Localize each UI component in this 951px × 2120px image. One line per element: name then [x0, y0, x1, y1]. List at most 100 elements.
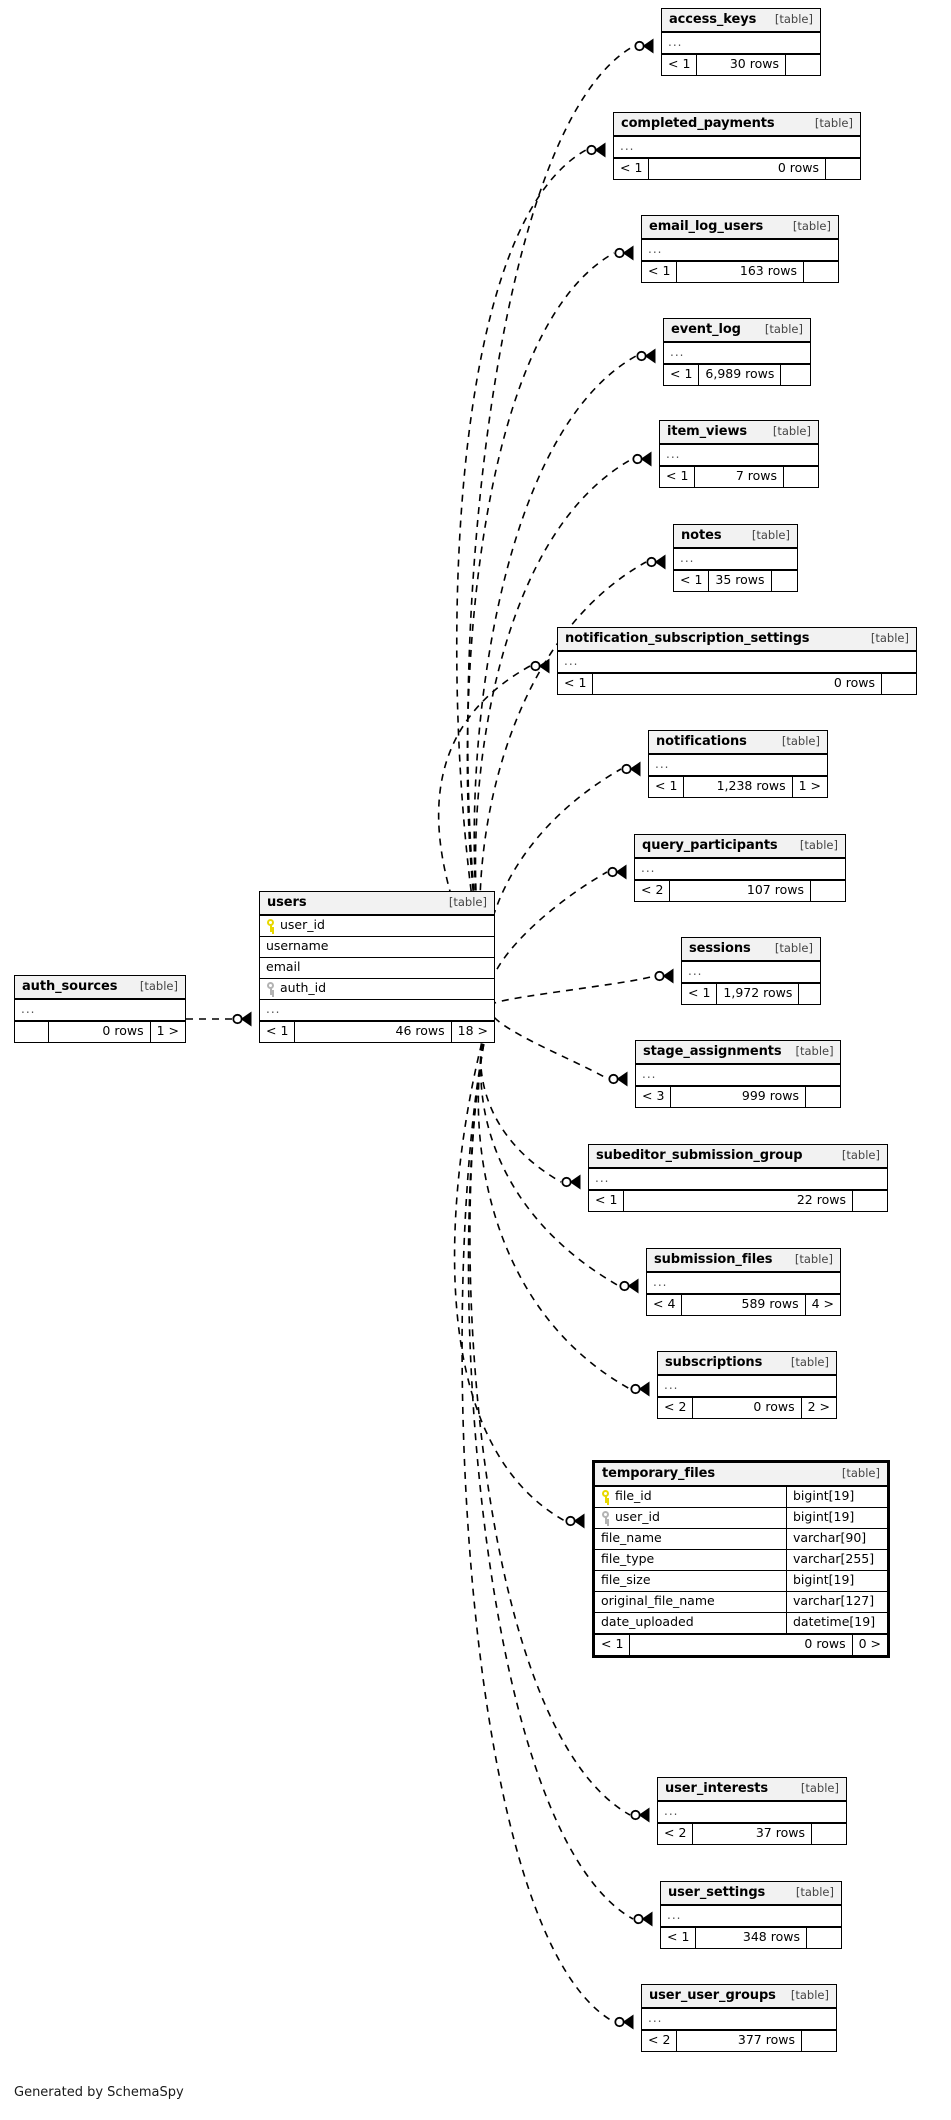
- more-columns-row[interactable]: ...: [642, 240, 838, 260]
- more-columns-row[interactable]: ...: [660, 445, 818, 465]
- column-type: datetime[19]: [786, 1613, 887, 1633]
- table-columns: ...: [661, 1906, 841, 1926]
- column-type: varchar[90]: [786, 1529, 887, 1549]
- table-title: temporary_files: [602, 1466, 716, 1481]
- more-columns-row[interactable]: ...: [642, 2009, 836, 2029]
- table-header-query_participants: query_participants[table]: [635, 835, 845, 859]
- column-row[interactable]: username: [260, 937, 494, 958]
- more-columns-row[interactable]: ...: [558, 652, 916, 672]
- table-kind-label: [table]: [841, 1147, 880, 1162]
- table-columns: ...: [682, 962, 820, 982]
- more-columns-row[interactable]: ...: [658, 1802, 846, 1822]
- more-columns-row[interactable]: ...: [635, 859, 845, 879]
- column-type: varchar[255]: [786, 1550, 887, 1570]
- ellipsis-label: ...: [21, 1002, 36, 1016]
- more-columns-row[interactable]: ...: [15, 1000, 185, 1020]
- table-kind-label: [table]: [800, 1780, 839, 1795]
- footer-child-count: [784, 467, 818, 487]
- column-row[interactable]: user_id: [260, 916, 494, 937]
- table-columns: ...: [662, 33, 820, 53]
- footer-row-count: 377 rows: [677, 2031, 802, 2051]
- more-columns-row[interactable]: ...: [682, 962, 820, 982]
- more-columns-row[interactable]: ...: [647, 1273, 840, 1293]
- column-name: user_id: [615, 1509, 660, 1525]
- footer-row-count: 0 rows: [49, 1022, 151, 1042]
- footer-row-count: 46 rows: [295, 1022, 452, 1042]
- more-columns-row[interactable]: ...: [636, 1065, 840, 1085]
- more-columns-row[interactable]: ...: [649, 755, 827, 775]
- column-name-cell: file_size: [595, 1571, 786, 1591]
- column-name-cell: username: [260, 937, 494, 957]
- column-row[interactable]: email: [260, 958, 494, 979]
- relationship-users-to-user_interests: [469, 1005, 650, 1823]
- table-columns: ...: [558, 652, 916, 672]
- footer-child-count: [812, 1824, 846, 1844]
- table-header-completed_payments: completed_payments[table]: [614, 113, 860, 137]
- table-columns: ...: [664, 343, 810, 363]
- column-row[interactable]: auth_id: [260, 979, 494, 1000]
- column-name: email: [266, 959, 301, 975]
- footer-parent-count: < 1: [614, 159, 650, 179]
- table-kind-label: [table]: [795, 1884, 834, 1899]
- table-header-temporary_files: temporary_files[table]: [595, 1463, 887, 1487]
- more-columns-row[interactable]: ...: [662, 33, 820, 53]
- more-columns-row[interactable]: ...: [260, 1000, 494, 1020]
- more-columns-row[interactable]: ...: [614, 137, 860, 157]
- column-name-cell: date_uploaded: [595, 1613, 786, 1633]
- table-node-notification_subscription_settings[interactable]: notification_subscription_settings[table…: [557, 627, 917, 695]
- footer-child-count: 18 >: [457, 1023, 488, 1038]
- footer-row-count: 107 rows: [670, 881, 811, 901]
- table-header-subscriptions: subscriptions[table]: [658, 1352, 836, 1376]
- table-kind-label: [table]: [751, 527, 790, 542]
- more-columns-row[interactable]: ...: [664, 343, 810, 363]
- table-columns: ...: [674, 549, 797, 569]
- more-columns-row[interactable]: ...: [589, 1169, 887, 1189]
- more-columns-row[interactable]: ...: [658, 1376, 836, 1396]
- footer-child-count: 4 >: [811, 1296, 834, 1311]
- footer-row-count: 1,972 rows: [717, 984, 800, 1004]
- footer-parent-count: < 1: [674, 571, 710, 591]
- table-header-user_settings: user_settings [table]: [661, 1882, 841, 1906]
- primary-key-icon: [266, 919, 275, 932]
- table-title: users: [267, 895, 307, 910]
- footer-parent-count: < 1: [682, 984, 718, 1004]
- more-columns-row[interactable]: ...: [674, 549, 797, 569]
- column-name-cell: file_type: [595, 1550, 786, 1570]
- footer-child-count: [811, 881, 845, 901]
- more-columns-row[interactable]: ...: [661, 1906, 841, 1926]
- table-title: user_settings: [668, 1885, 766, 1900]
- table-header-access_keys: access_keys[table]: [662, 9, 820, 33]
